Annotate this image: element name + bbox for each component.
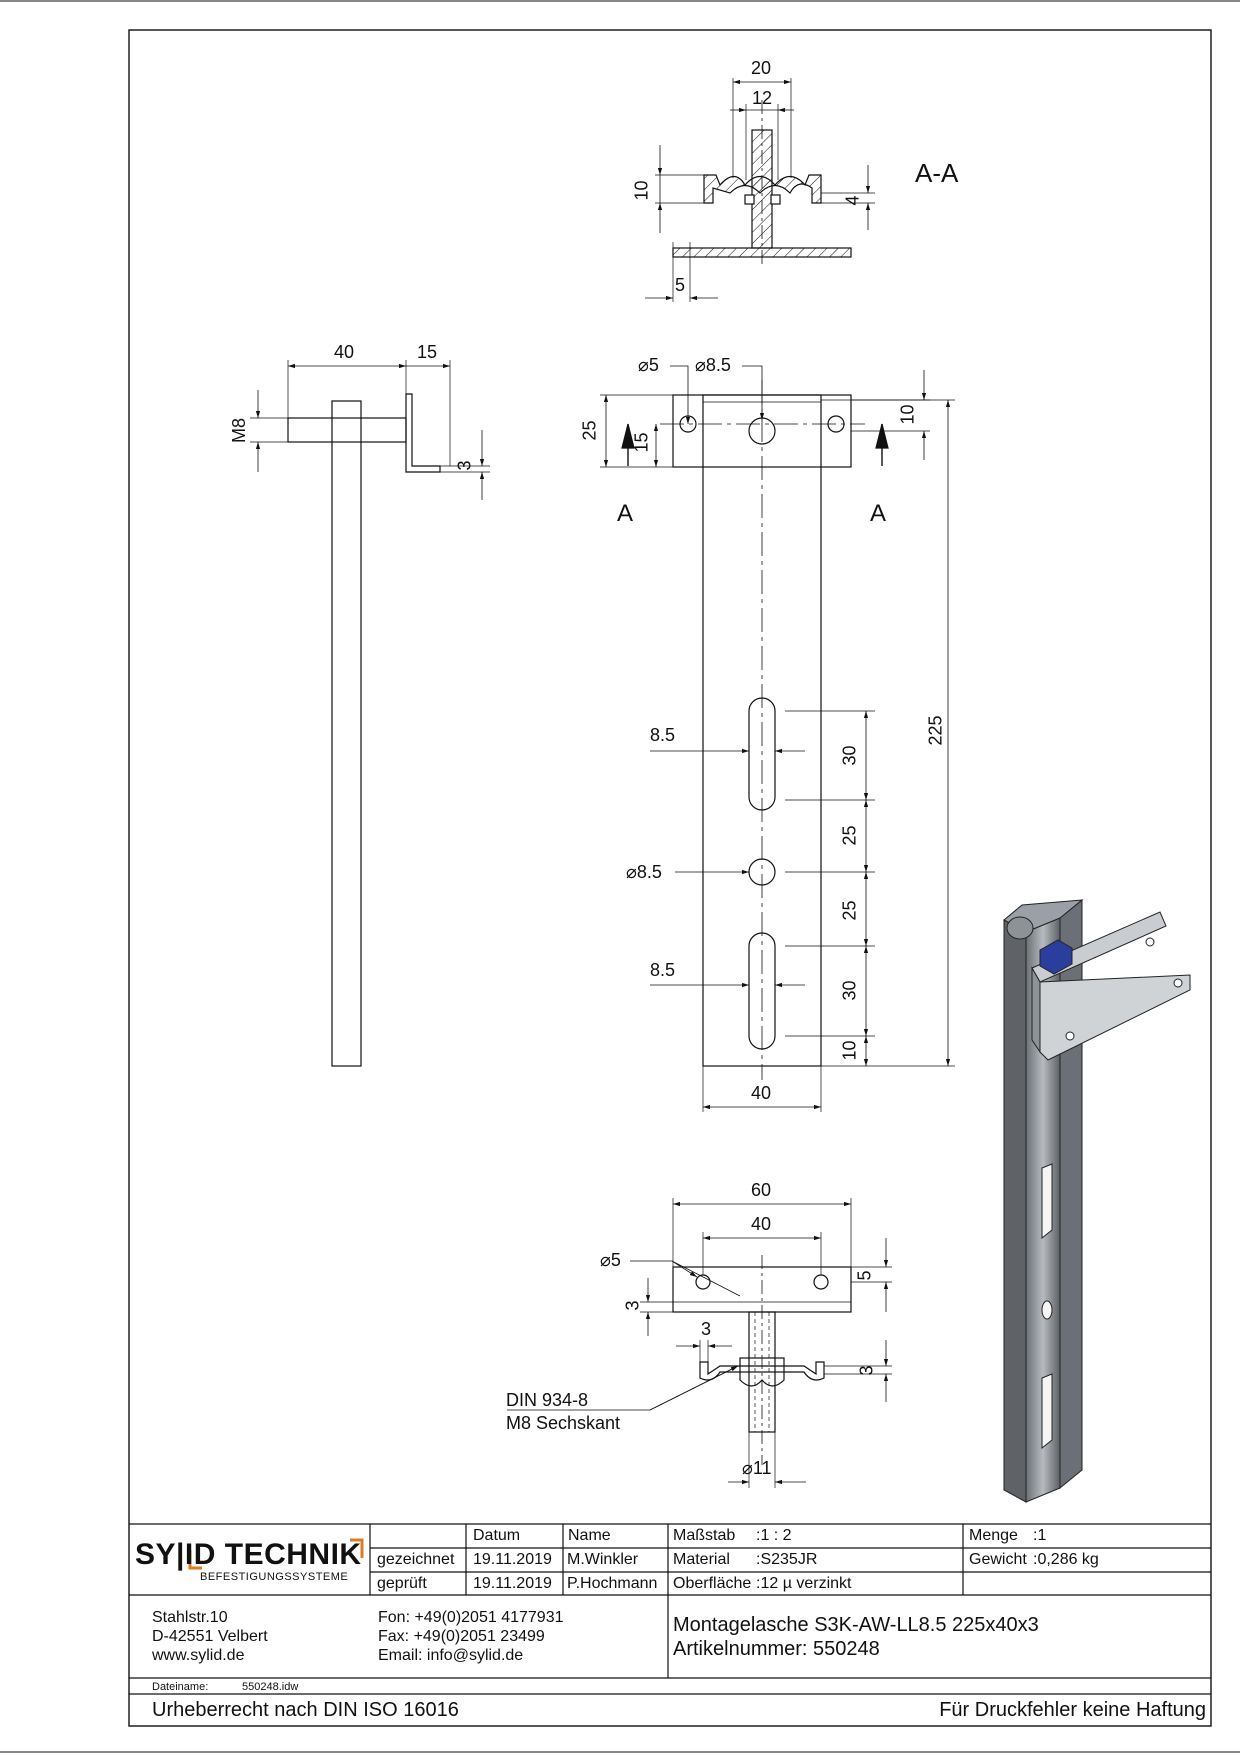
dim-label: 30 [839,745,860,766]
col-header-name: Name [568,1527,611,1544]
weight-label: Gewicht [969,1551,1027,1568]
dim-label: M8 [229,417,250,444]
dim-label: ⌀5 [638,355,659,375]
scale-value: :1 : 2 [756,1527,792,1544]
section-view-a-a [645,78,875,302]
dim-label: 25 [839,825,860,846]
col-header-datum: Datum [473,1527,521,1544]
surface-value: :12 µ verzinkt [756,1575,852,1592]
dim-label: ⌀8.5 [695,355,731,375]
dim-label: 3 [622,1300,643,1311]
dim-label: 5 [854,1270,875,1281]
dim-label: 4 [842,195,863,206]
row-label-gezeichnet: gezeichnet [377,1551,455,1568]
drawn-date: 19.11.2019 [473,1551,552,1568]
section-label: A-A [915,158,959,188]
quantity-value: :1 [1033,1527,1047,1544]
company-logo-subtitle: BEFESTIGUNGSSYSTEME [200,1571,349,1583]
surface-label: Oberfläche [673,1575,752,1592]
logo-accent-right [350,1538,364,1558]
dim-label: 8.5 [650,960,676,980]
dim-label: 40 [751,1083,772,1103]
dim-label: ⌀11 [742,1458,772,1478]
quantity-label: Menge [969,1527,1018,1544]
dim-label: 15 [631,432,652,453]
dim-label: ⌀5 [600,1250,621,1270]
address-street: Stahlstr.10 [152,1609,228,1626]
disclaimer-note: Für Druckfehler keine Haftung [939,1699,1206,1721]
address-web: www.sylid.de [152,1647,245,1664]
dim-label: 20 [751,58,772,78]
section-marker-left: A [617,500,634,527]
company-logo: SY|ID TECHNIK [135,1538,362,1571]
dim-label: 12 [752,88,773,108]
material-label: Material [673,1551,730,1568]
contact-fax: Fax: +49(0)2051 23499 [378,1628,545,1645]
dim-label: 25 [839,900,860,921]
dim-label: 15 [417,342,438,362]
material-value: :S235JR [756,1551,818,1568]
contact-phone: Fon: +49(0)2051 4177931 [378,1609,564,1626]
dim-label: 10 [839,1040,860,1061]
isometric-3d-view [1003,898,1191,1503]
dim-label: 5 [675,275,686,295]
dim-label: 10 [631,180,652,201]
dim-label: 25 [579,420,600,441]
drawing-frame [128,29,1212,1727]
dim-label: 8.5 [650,725,676,745]
nut-callout-line2: M8 Sechskant [506,1413,621,1433]
side-view [250,360,490,1067]
dim-label: 60 [751,1180,772,1200]
copyright-note: Urheberrecht nach DIN ISO 16016 [152,1699,459,1721]
top-view [507,1198,892,1488]
dim-label: 40 [751,1214,772,1234]
nut-callout-line1: DIN 934-8 [506,1390,589,1410]
checked-date: 19.11.2019 [473,1575,552,1592]
front-view [600,365,955,1112]
logo-accent-left [188,1550,202,1570]
dim-label: 3 [701,1319,712,1339]
drawing-title: Montagelasche S3K-AW-LL8.5 225x40x3 [673,1614,1039,1636]
title-block-grid [129,1523,1211,1695]
dim-label: 225 [925,715,946,746]
weight-value: :0,286 kg [1033,1551,1099,1568]
address-city: D-42551 Velbert [152,1628,268,1645]
dim-label: ⌀8.5 [626,862,662,882]
dim-label: 30 [839,980,860,1001]
checked-by: P.Hochmann [567,1575,658,1592]
dim-label: 40 [334,342,355,362]
filename-label: Dateiname: [152,1681,209,1693]
dim-label: 3 [454,460,475,471]
article-number: Artikelnummer: 550248 [673,1638,880,1660]
section-marker-right: A [870,500,887,527]
row-label-geprueft: geprüft [377,1575,427,1592]
drawn-by: M.Winkler [567,1551,639,1568]
filename-value: 550248.idw [242,1681,299,1693]
dim-label: 10 [897,404,918,425]
scale-label: Maßstab [673,1527,736,1544]
dim-label: 3 [856,1365,877,1376]
contact-email: Email: info@sylid.de [378,1647,524,1664]
